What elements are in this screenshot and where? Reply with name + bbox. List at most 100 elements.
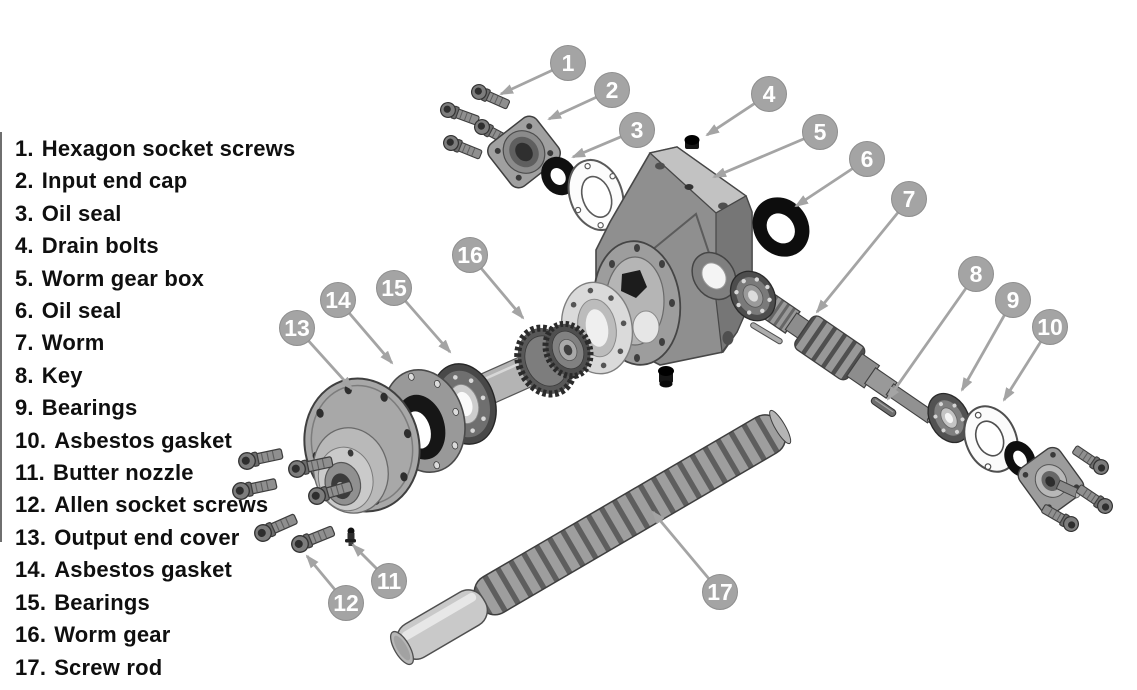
- drain-bolt-bottom-drawing: [658, 366, 674, 388]
- parts-list-item: 8. Key: [15, 360, 295, 392]
- left-edge-line: [0, 132, 2, 542]
- callout-number: 14: [325, 287, 351, 313]
- hex-screw: [440, 132, 485, 163]
- parts-list-item: 12. Allen socket screws: [15, 489, 295, 521]
- callout-number: 13: [284, 315, 310, 341]
- part-name: Input end cap: [41, 168, 188, 194]
- callout-circle: [891, 181, 927, 217]
- parts-list-item: 6.Oil seal: [15, 295, 295, 327]
- keyway-hole: [621, 270, 647, 298]
- callout-15: 15: [376, 270, 452, 354]
- callout-number: 4: [763, 81, 776, 107]
- parts-list-item: 1. Hexagon socket screws: [15, 133, 295, 165]
- part-name: Key: [41, 362, 83, 388]
- parts-list-item: 2. Input end cap: [15, 165, 295, 197]
- part-number: 16.: [15, 622, 47, 648]
- callout-number: 17: [707, 579, 733, 605]
- callout-number: 16: [457, 242, 483, 268]
- part-name: Allen socket screws: [54, 492, 269, 518]
- parts-list: 1.Hexagon socket screws 2.Input end cap …: [15, 133, 295, 684]
- part-name: Worm: [41, 330, 105, 356]
- oil-seal-top-drawing: [752, 197, 810, 257]
- callout-circle: [751, 76, 787, 112]
- callout-number: 7: [903, 186, 916, 212]
- drain-bolt-top-drawing: [684, 135, 700, 149]
- callout-circle: [995, 282, 1031, 318]
- parts-list-item: 16. Worm gear: [15, 619, 295, 651]
- worm-drawing: [754, 290, 947, 430]
- callout-9: 9: [960, 282, 1031, 392]
- callout-6: 6: [794, 141, 885, 208]
- key-drawing: [870, 396, 897, 417]
- callout-number: 6: [861, 146, 874, 172]
- callout-number: 15: [381, 275, 407, 301]
- callout-14: 14: [320, 282, 394, 365]
- hex-screw: [437, 99, 482, 129]
- callout-10: 10: [1002, 309, 1068, 402]
- callout-number: 10: [1037, 314, 1063, 340]
- part-number: 4.: [15, 233, 34, 259]
- part-number: 11.: [15, 460, 45, 486]
- part-number: 2.: [15, 168, 34, 194]
- part-number: 1.: [15, 136, 34, 161]
- part-name: Bearings: [41, 395, 138, 421]
- part-name: Screw rod: [54, 654, 163, 680]
- parts-list-item: 5. Worm gear box: [15, 263, 295, 295]
- part-number: 12.: [15, 492, 47, 518]
- parts-list-item: 4. Drain bolts: [15, 230, 295, 262]
- part-name: Asbestos gasket: [54, 557, 233, 583]
- callout-circle: [594, 72, 630, 108]
- butter-nozzle-drawing: [345, 527, 356, 546]
- callout-circle: [1032, 309, 1068, 345]
- part-number: 6.: [15, 298, 34, 324]
- end-cap-right-drawing: [1017, 446, 1085, 516]
- allen-screw: [288, 522, 338, 556]
- part-name: Worm gear: [54, 622, 171, 648]
- part-name: Hexagon socket screws: [41, 136, 296, 161]
- hex-screw: [1069, 442, 1112, 478]
- callout-circle: [328, 585, 364, 621]
- part-number: 8.: [15, 362, 34, 388]
- callout-circle: [279, 310, 315, 346]
- parts-list-item: 7. Worm: [15, 327, 295, 359]
- part-name: Bearings: [54, 589, 150, 615]
- callouts: 1 2 3 4 5: [279, 45, 1068, 621]
- callout-1: 1: [499, 45, 586, 96]
- callout-number: 3: [631, 117, 644, 143]
- callout-circle: [550, 45, 586, 81]
- callout-number: 8: [970, 261, 983, 287]
- part-number: 3.: [15, 200, 34, 226]
- part-name: Drain bolts: [41, 233, 159, 259]
- part-name: Oil seal: [41, 200, 122, 226]
- callout-number: 5: [814, 119, 827, 145]
- parts-list-item: 14. Asbestos gasket: [15, 554, 295, 586]
- part-number: 7.: [15, 330, 34, 356]
- part-name: Worm gear box: [41, 265, 205, 291]
- callout-circle: [371, 563, 407, 599]
- parts-list-item: 15.Bearings: [15, 587, 295, 619]
- callout-circle: [619, 112, 655, 148]
- part-name: Butter nozzle: [52, 460, 194, 486]
- callout-circle: [376, 270, 412, 306]
- callout-7: 7: [815, 181, 927, 314]
- bearing-worm-end-drawing: [927, 392, 971, 444]
- part-name: Output end cover: [54, 524, 240, 550]
- part-number: 5.: [15, 265, 34, 291]
- callout-13: 13: [279, 310, 354, 391]
- part-number: 10.: [15, 427, 47, 453]
- screw-rod-drawing: [389, 409, 792, 666]
- callout-2: 2: [547, 72, 630, 121]
- callout-circle: [849, 141, 885, 177]
- callout-circle: [958, 256, 994, 292]
- part-number: 14.: [15, 557, 47, 583]
- callout-11: 11: [351, 543, 407, 599]
- part-name: Asbestos gasket: [54, 427, 233, 453]
- callout-12: 12: [305, 554, 364, 621]
- shaft-pin-drawing: [750, 322, 783, 345]
- worm-gear-drawing: [473, 320, 594, 407]
- callout-number: 11: [377, 568, 402, 594]
- parts-list-item: 17.Screw rod: [15, 652, 295, 684]
- callout-8: 8: [886, 256, 994, 401]
